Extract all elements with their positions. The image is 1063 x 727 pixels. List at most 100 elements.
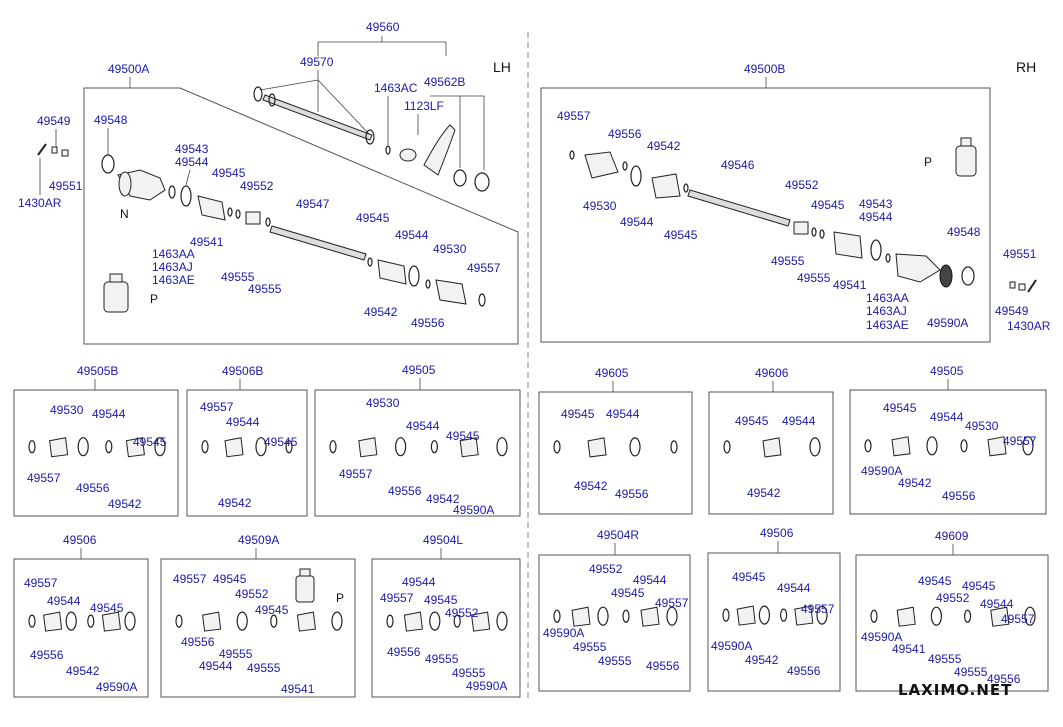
label-49500A: 49500A: [108, 62, 149, 76]
bearing: [399, 148, 417, 162]
kit-title: 49506B: [222, 364, 263, 378]
kit-title: 49609: [935, 529, 969, 543]
label-49551-rh: 49551: [1003, 247, 1037, 261]
label-49549-rh: 49549: [995, 304, 1029, 318]
label-49542: 49542: [364, 305, 398, 319]
kit-part-label: 49590A: [453, 503, 494, 517]
kit-part-label: 49555: [425, 652, 459, 666]
label-49556: 49556: [608, 127, 642, 141]
kit-part-label: 49557: [801, 602, 835, 616]
label-49562B: 49562B: [424, 75, 465, 89]
kit-part-label: 49542: [747, 486, 781, 500]
kit-title: 49505: [930, 364, 964, 378]
label-1463AE: 1463AE: [866, 318, 909, 332]
kit-box: [855, 554, 1049, 692]
label-49555-b: 49555: [248, 282, 282, 296]
label-49552: 49552: [240, 179, 274, 193]
kit-part-label: 49555: [573, 640, 607, 654]
label-49546: 49546: [721, 158, 755, 172]
label-49543: 49543: [175, 142, 209, 156]
label-49541: 49541: [190, 235, 224, 249]
grease-bottle: [103, 281, 129, 313]
kit-part-label: 49556: [942, 489, 976, 503]
kit-part-label: 49530: [50, 403, 84, 417]
kit-box: [13, 389, 179, 517]
kit-part-label: 49545: [918, 574, 952, 588]
label-49552: 49552: [785, 178, 819, 192]
kit-part-label: 49545: [264, 435, 298, 449]
label-1430AR-lh: 1430AR: [18, 196, 62, 210]
inner-boot: [651, 173, 681, 199]
kit-part-label: 49555: [928, 652, 962, 666]
kit-part-label: 49590A: [861, 630, 902, 644]
bottle-label-p: P: [336, 591, 344, 605]
kit-box: [371, 558, 521, 698]
rh-drive-shaft: [687, 189, 791, 227]
kit-part-label: 49557: [380, 591, 414, 605]
kit-part-label: 49552: [445, 606, 479, 620]
kit-part-label: 49590A: [711, 639, 752, 653]
label-49557: 49557: [467, 261, 501, 275]
inner-cv-joint: [584, 151, 619, 179]
seal-ring: [253, 86, 263, 102]
kit-part-label: 49544: [782, 414, 816, 428]
label-49549-lh: 49549: [37, 114, 71, 128]
kit-part-label: 49557: [27, 471, 61, 485]
kit-part-label: 49555: [219, 647, 253, 661]
kit-part-label: 49590A: [466, 679, 507, 693]
kit-part-label: 49545: [424, 593, 458, 607]
kit-part-label: 49542: [218, 496, 252, 510]
kit-part-label: 49556: [787, 664, 821, 678]
label-49545-a: 49545: [664, 228, 698, 242]
rh-main-assembly: 49500B 49557 49556 49542 49546 49530 495…: [540, 62, 991, 343]
kit-title: 49504L: [423, 533, 463, 547]
kit-part-label: 49545: [446, 429, 480, 443]
kit-part-label: 49542: [574, 479, 608, 493]
label-49548: 49548: [94, 113, 128, 127]
kit-part-label: 49557: [1003, 434, 1037, 448]
grease-bottle: [295, 575, 315, 603]
kit-part-label: 49545: [883, 401, 917, 415]
label-1463AA: 1463AA: [152, 247, 195, 261]
kit-part-label: 49545: [213, 572, 247, 586]
kit-box: [538, 391, 693, 515]
kit-part-label: 49545: [732, 570, 766, 584]
kit-title: 49504R: [597, 528, 639, 542]
rh-side-parts: 49551 49549 1430AR: [995, 247, 1051, 333]
kit-title: 49506: [760, 526, 794, 540]
kit-box: [538, 554, 691, 692]
label-1123LF: 1123LF: [404, 99, 444, 113]
top-shaft-group: 49560 49570 1463AC 49562B 1123LF: [253, 20, 490, 192]
kit-part-label: 49555: [452, 666, 486, 680]
label-1463AC: 1463AC: [374, 81, 418, 95]
kit-box: [707, 552, 841, 692]
kit-part-label: 49556: [30, 648, 64, 662]
bracket-part: [423, 124, 456, 176]
kit-part-label: 49556: [646, 659, 680, 673]
kit-part-label: 49555: [598, 654, 632, 668]
kit-part-label: 49555: [247, 661, 281, 675]
grease-bottle: [955, 145, 977, 177]
kit-part-label: 49544: [930, 410, 964, 424]
label-1430AR-rh: 1430AR: [1007, 319, 1051, 333]
kit-title: 49509A: [238, 533, 279, 547]
kit-title: 49505B: [77, 364, 118, 378]
label-49590A: 49590A: [927, 316, 968, 330]
kit-box: [160, 558, 356, 698]
kit-part-label: 49541: [892, 642, 926, 656]
outer-boot: [197, 195, 226, 221]
label-49500B: 49500B: [744, 62, 785, 76]
kit-part-label: 49545: [561, 407, 595, 421]
kit-part-label: 49545: [255, 603, 289, 617]
kit-part-label: 49544: [92, 407, 126, 421]
kit-part-label: 49552: [589, 562, 623, 576]
kit-part-label: 49542: [66, 664, 100, 678]
kit-box: [186, 389, 308, 517]
kit-part-label: 49544: [606, 407, 640, 421]
